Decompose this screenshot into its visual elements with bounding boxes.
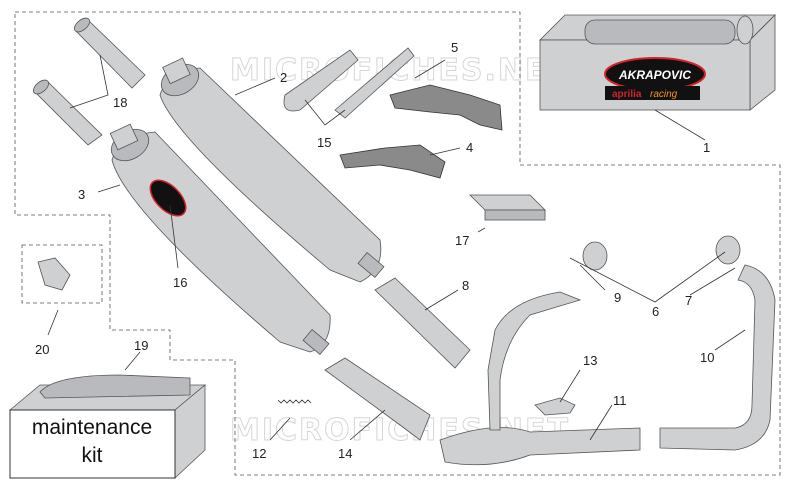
part-13-bracket: [534, 397, 576, 416]
callout-15: 15: [317, 135, 331, 150]
callout-6: 6: [652, 304, 659, 319]
callout-3: 3: [78, 187, 85, 202]
callout-4: 4: [466, 140, 473, 155]
callout-17: 17: [455, 233, 469, 248]
aprilia-racing-badge: [605, 86, 700, 100]
callout-9: 9: [614, 290, 621, 305]
callout-11: 11: [613, 393, 627, 408]
part-18-link-pipes: [32, 17, 146, 146]
maintenance-kit-label-line2: kit: [82, 444, 103, 467]
callout-14: 14: [338, 446, 352, 461]
callout-12: 12: [252, 446, 266, 461]
maintenance-kit-label-line1: maintenance: [32, 416, 152, 439]
callout-8: 8: [462, 278, 469, 293]
part-7-gasket: [715, 235, 741, 265]
part-2-upper-muffler: [159, 57, 385, 283]
callout-18: 18: [113, 95, 127, 110]
group-outline-20: [21, 244, 103, 304]
callout-1: 1: [703, 140, 710, 155]
akrapovic-logo-text: AKRAPOVIC: [618, 68, 691, 82]
callout-numbers: 1 2 3 4 5 6 7 8 9 10 11 12 13 14 15 16 1…: [35, 40, 714, 461]
part-12-spring: [277, 399, 312, 404]
part-5-carbon-shield: [389, 84, 503, 131]
leader-lines: [47, 54, 746, 441]
part-20-clamp: [37, 257, 71, 291]
callout-5: 5: [451, 40, 458, 55]
part-10-header-pipe: [659, 264, 776, 451]
part-1-accessory-box: AKRAPOVIC aprilia racing: [539, 14, 776, 111]
callout-20: 20: [35, 342, 49, 357]
muffler-logo-decal: [149, 179, 187, 217]
part-17-ecu-module: [469, 194, 546, 221]
group-outline-top: [14, 11, 781, 476]
part-11-collector: [439, 427, 641, 466]
part-15-brackets: [283, 47, 415, 119]
part-8-pipe: [374, 277, 471, 369]
part-3-lower-muffler: [109, 123, 331, 355]
callout-16: 16: [173, 275, 187, 290]
part-9-gasket: [582, 241, 608, 271]
racing-label: racing: [650, 89, 678, 100]
callout-13: 13: [583, 353, 597, 368]
callout-7: 7: [685, 293, 692, 308]
callout-19: 19: [134, 338, 148, 353]
aprilia-label: aprilia: [612, 89, 642, 100]
part-14-pipe: [324, 357, 431, 441]
callout-2: 2: [280, 70, 287, 85]
callout-10: 10: [700, 350, 714, 365]
part-19-maintenance-kit: maintenance kit: [8, 374, 207, 479]
part-4-carbon-shield: [339, 144, 446, 179]
